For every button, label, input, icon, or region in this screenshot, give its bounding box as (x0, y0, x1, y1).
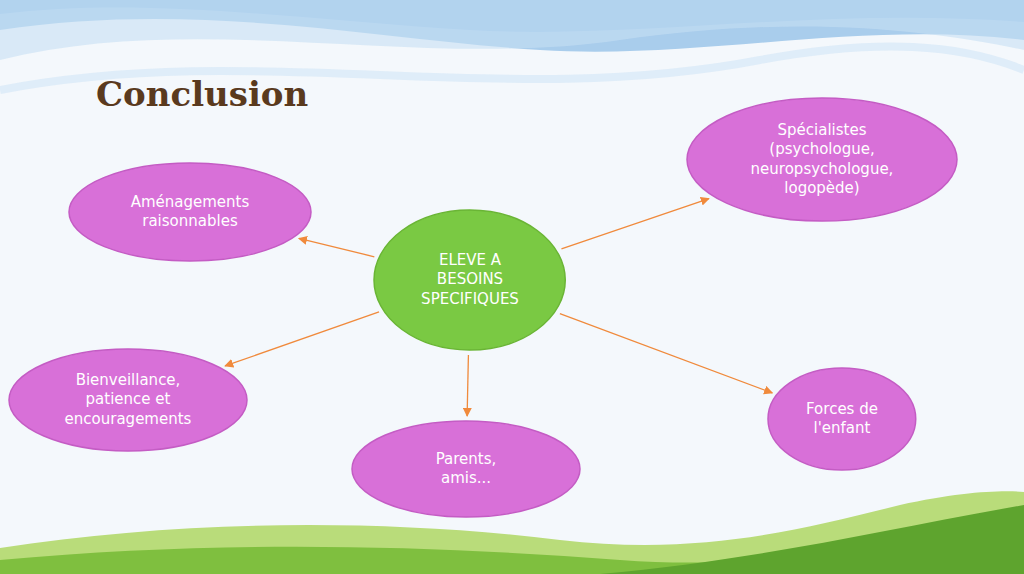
family-ellipse: Parents, amis... (351, 420, 581, 518)
slide-title: Conclusion (96, 74, 308, 114)
specialists-ellipse: Spécialistes (psychologue, neuropsycholo… (686, 97, 958, 222)
node-label: Forces de l'enfant (795, 400, 890, 439)
node-label: Bienveillance, patience et encouragement… (53, 371, 203, 430)
node-label: Spécialistes (psychologue, neuropsycholo… (735, 121, 910, 199)
strengths-ellipse: Forces de l'enfant (767, 367, 917, 471)
kindness-ellipse: Bienveillance, patience et encouragement… (8, 348, 248, 452)
arrow-connector (561, 199, 709, 249)
node-label: Aménagements raisonnables (110, 193, 270, 232)
central-ellipse: ELEVE A BESOINS SPECIFIQUES (373, 209, 566, 351)
arrow-connector (467, 355, 468, 416)
accommodations-ellipse: Aménagements raisonnables (68, 162, 312, 262)
arrow-connector (560, 314, 772, 393)
arrow-connector (299, 238, 375, 256)
arrow-connector (225, 312, 379, 366)
node-label: Parents, amis... (421, 450, 511, 489)
node-label: ELEVE A BESOINS SPECIFIQUES (408, 251, 533, 310)
